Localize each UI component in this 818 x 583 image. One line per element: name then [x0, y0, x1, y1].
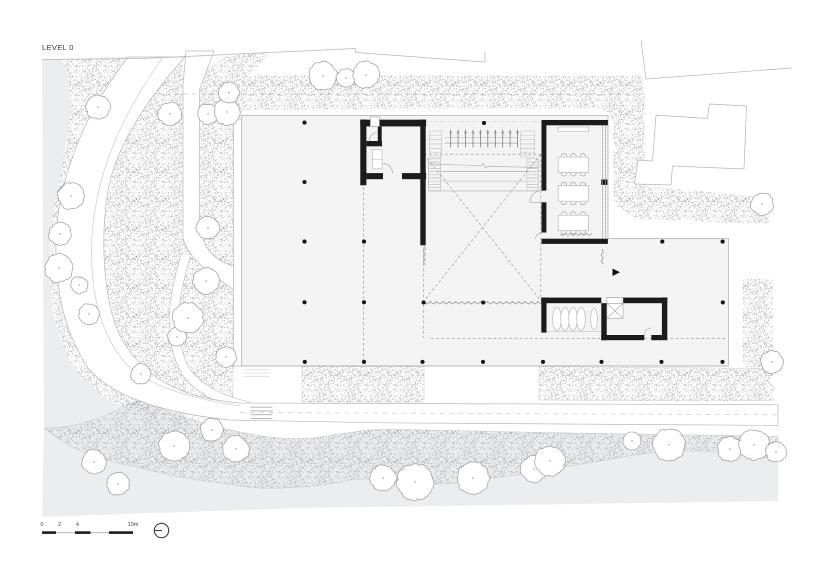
svg-text:0: 0 — [41, 522, 44, 528]
svg-text:4: 4 — [76, 522, 79, 528]
svg-text:10m: 10m — [128, 522, 139, 528]
svg-text:LEVEL 0: LEVEL 0 — [42, 43, 74, 52]
svg-text:2: 2 — [58, 522, 61, 528]
